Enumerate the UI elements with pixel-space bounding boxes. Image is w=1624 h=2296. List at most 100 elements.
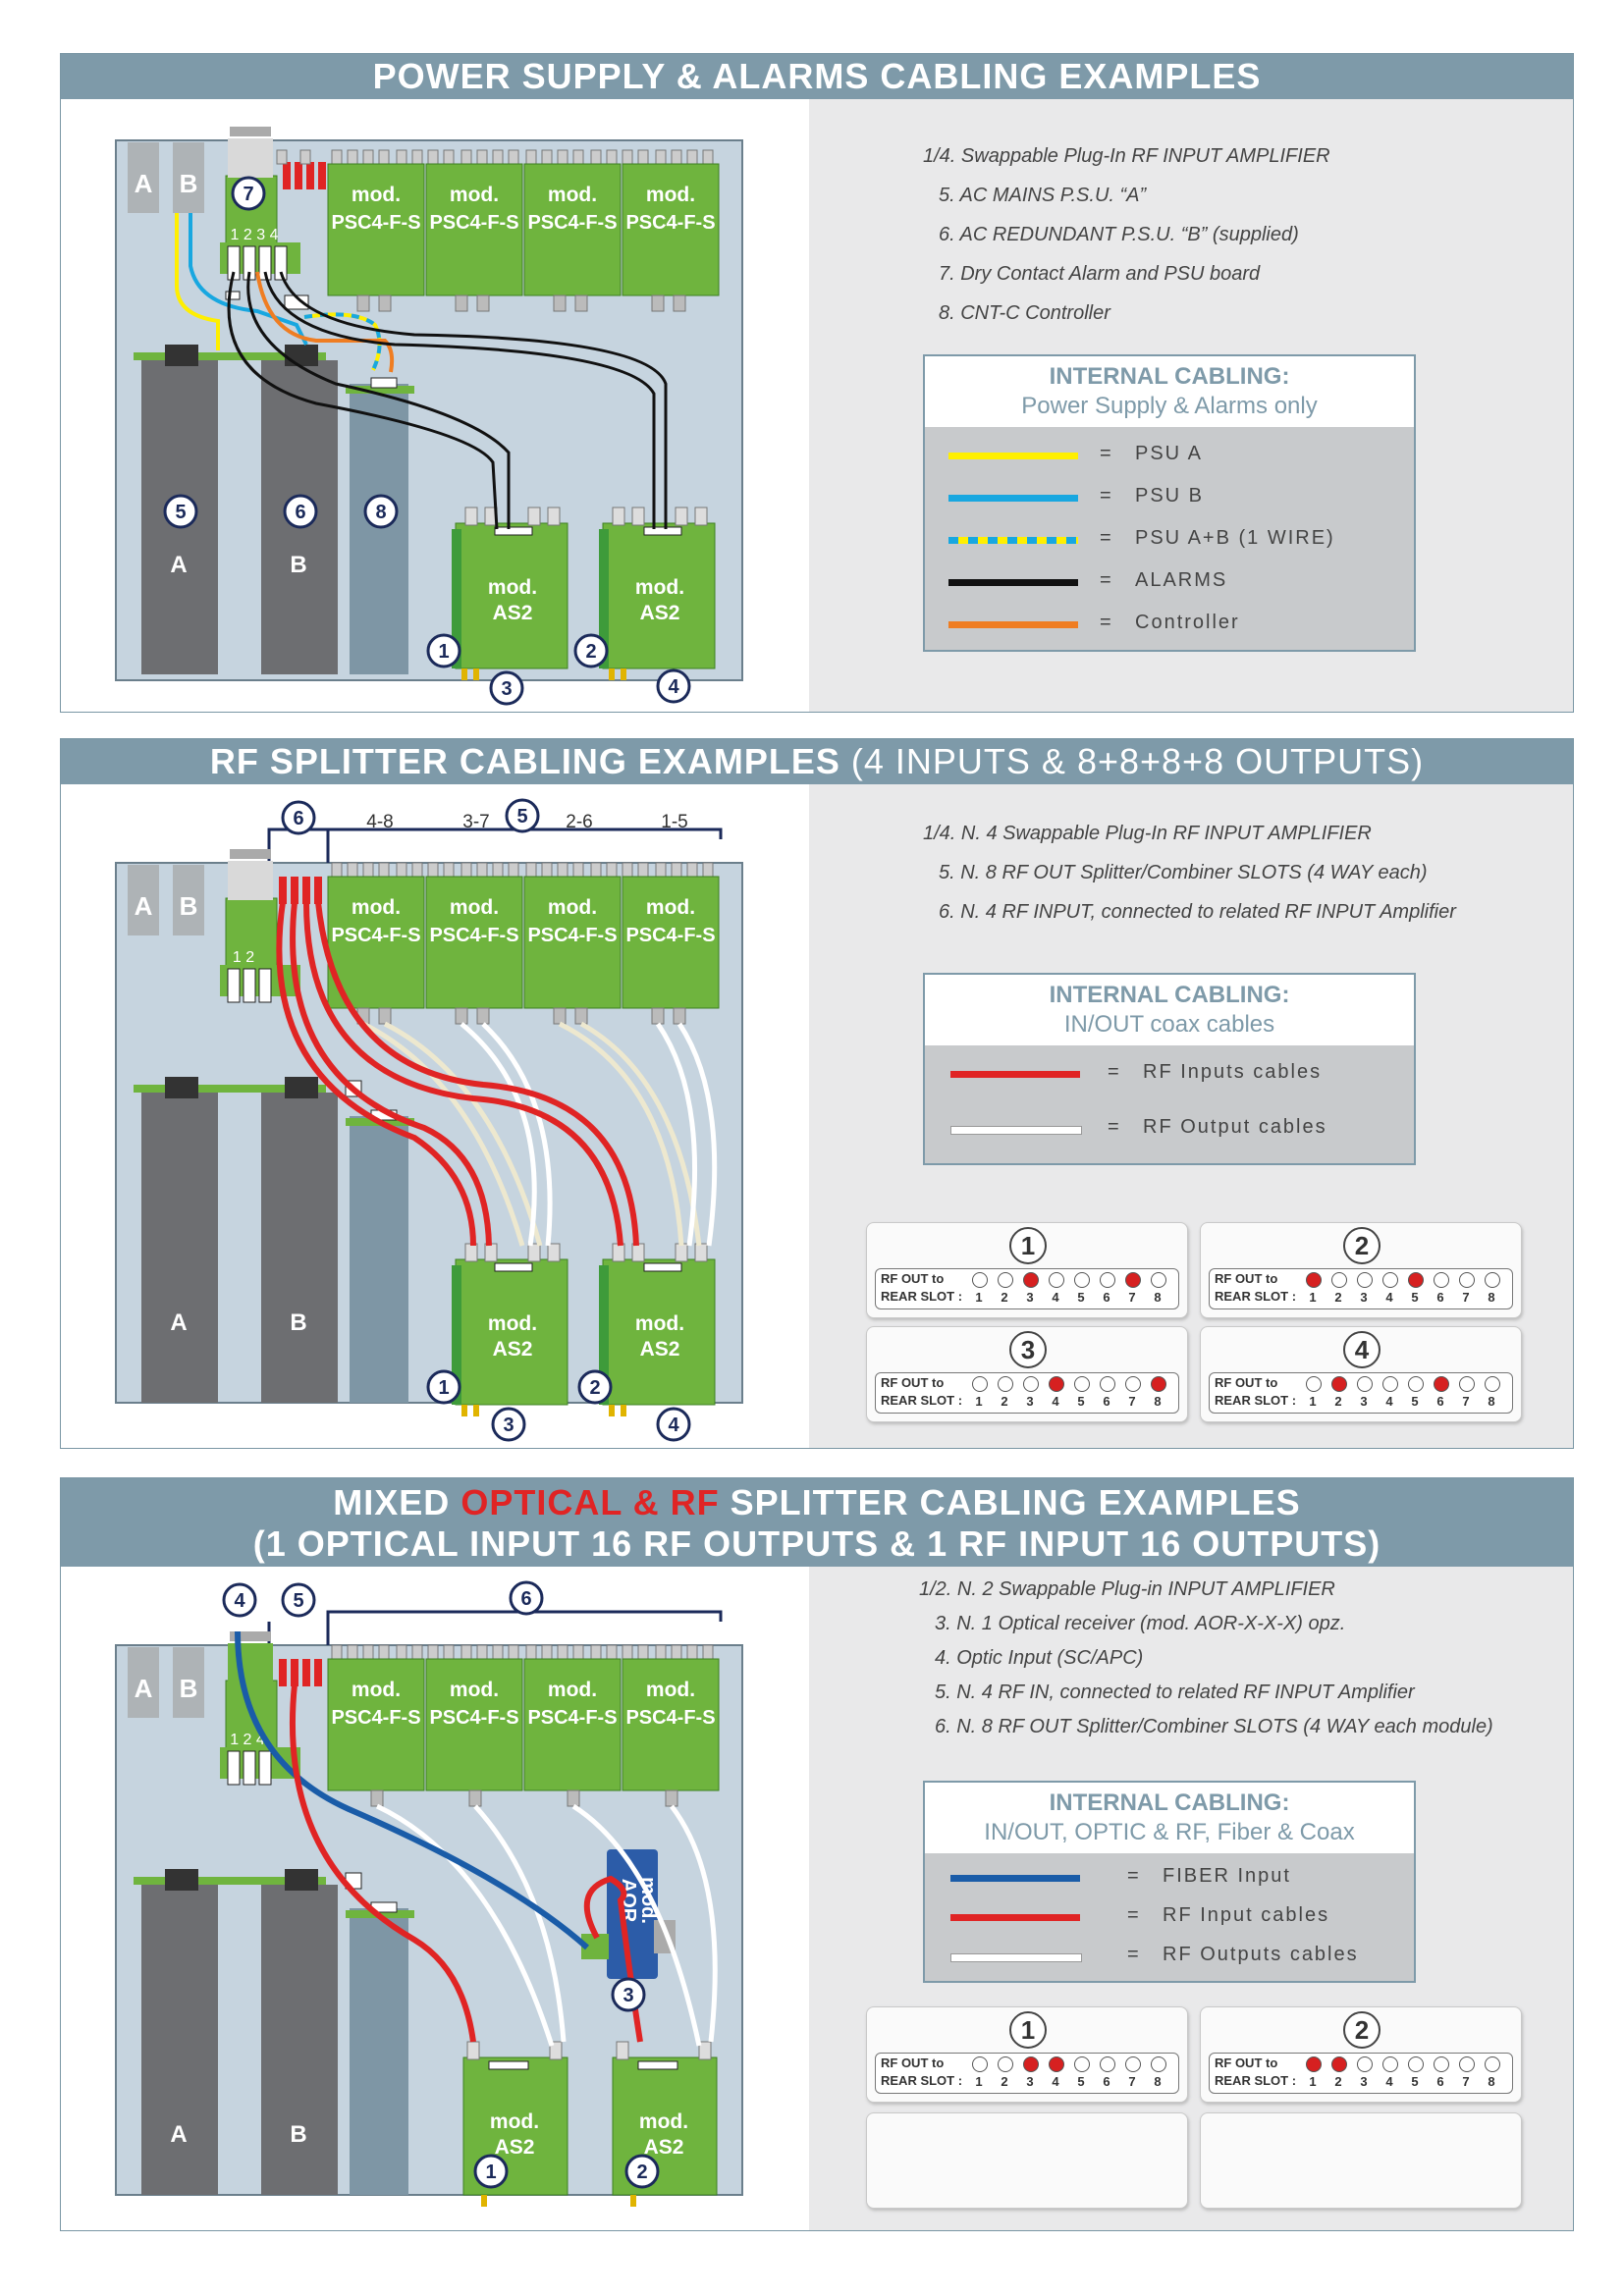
svg-text:B: B (290, 2121, 306, 2148)
led-number: 8 (1154, 2074, 1162, 2089)
mixed-info-panel: 1/2. N. 2 Swappable Plug-in INPUT AMPLIF… (809, 1567, 1573, 2230)
rf-out-label: RF OUT to (1215, 2056, 1278, 2070)
led-indicator (1357, 2056, 1373, 2072)
legend-item: 8. CNT-C Controller (939, 302, 1110, 324)
slot-card-number: 1 (1009, 2011, 1047, 2049)
rf-diagram-svg: 4-8 3-7 2-6 1-5 A B 1 2 (115, 798, 743, 1442)
svg-text:mod.: mod. (450, 1679, 499, 1701)
led-indicator (1125, 1272, 1141, 1288)
section-title: MIXED OPTICAL & RF SPLITTER CABLING EXAM… (61, 1478, 1573, 1567)
legend-item: 1/4. N. 4 Swappable Plug-In RF INPUT AMP… (923, 823, 1372, 844)
led-number: 5 (1077, 2074, 1085, 2089)
psc-module-4: mod. PSC4-F-S (622, 1658, 720, 1791)
legend-item: 3. N. 1 Optical receiver (mod. AOR-X-X-X… (935, 1613, 1346, 1634)
power-diagram-svg: A B 1 2 3 4 (115, 127, 743, 706)
legend-item: 1/2. N. 2 Swappable Plug-in INPUT AMPLIF… (919, 1578, 1335, 1600)
psu-b-tab (173, 142, 204, 213)
svg-text:AS2: AS2 (495, 2136, 535, 2159)
led-indicator (1485, 1272, 1500, 1288)
led-indicator (972, 2056, 988, 2072)
legend-item: 5. N. 8 RF OUT Splitter/Combiner SLOTS (… (939, 862, 1428, 883)
led-number: 1 (1309, 1394, 1317, 1409)
badge-3: 3 (503, 1415, 514, 1436)
led-number: 8 (1488, 2074, 1495, 2089)
led-number: 6 (1436, 2074, 1444, 2089)
led-indicator (1306, 2056, 1322, 2072)
led-indicator (1485, 2056, 1500, 2072)
led-indicator (1151, 1272, 1166, 1288)
slot-card-empty (866, 2112, 1188, 2209)
svg-text:mod.: mod. (450, 184, 499, 206)
psc-module-4: mod. PSC4-F-S (622, 876, 720, 1009)
cabling-title: INTERNAL CABLING: (1049, 982, 1290, 1008)
led-number: 4 (1052, 1394, 1059, 1409)
optical-rf-highlight: OPTICAL & RF (460, 1482, 720, 1522)
svg-text:PSC4-F-S: PSC4-F-S (527, 212, 617, 234)
badge-3: 3 (623, 1985, 633, 2006)
badge-2: 2 (585, 641, 596, 663)
led-number: 4 (1385, 1394, 1393, 1409)
svg-text:mod.: mod. (548, 896, 597, 919)
slot-group-label: 2-6 (566, 812, 592, 832)
cabling-row: = RF Outputs cables (925, 1936, 1414, 1975)
led-indicator (998, 2056, 1013, 2072)
led-indicator (1459, 1272, 1475, 1288)
badge-2: 2 (636, 2162, 647, 2183)
led-number: 8 (1154, 1290, 1162, 1305)
power-cabling-legend: INTERNAL CABLING: Power Supply & Alarms … (923, 354, 1416, 652)
svg-text:AS2: AS2 (493, 602, 533, 624)
led-indicator (1382, 1272, 1398, 1288)
psc-module-1: mod. PSC4-F-S (327, 876, 425, 1009)
cabling-row: = PSU A (925, 435, 1414, 477)
svg-text:PSC4-F-S: PSC4-F-S (429, 212, 518, 234)
led-indicator (1306, 1272, 1322, 1288)
led-number: 2 (1001, 2074, 1008, 2089)
badge-1: 1 (438, 641, 449, 663)
psu-a-tab (128, 865, 159, 935)
power-legend-list: 1/4. Swappable Plug-In RF INPUT AMPLIFIE… (923, 136, 1330, 333)
svg-text:mod.: mod. (488, 1312, 537, 1335)
svg-text:PSC4-F-S: PSC4-F-S (527, 925, 617, 946)
cabling-subtitle: IN/OUT, OPTIC & RF, Fiber & Coax (984, 1819, 1355, 1845)
svg-text:A: A (135, 891, 153, 921)
led-number: 6 (1436, 1290, 1444, 1305)
psu-a-tab (128, 142, 159, 213)
cabling-row: = PSU B (925, 477, 1414, 519)
led-indicator (1074, 1376, 1090, 1392)
led-indicator (1331, 1376, 1347, 1392)
led-indicator (1151, 1376, 1166, 1392)
connector-numbers: 1 2 3 4 (231, 227, 279, 243)
slot-card-number: 1 (1009, 1227, 1047, 1264)
legend-item: 7. Dry Contact Alarm and PSU board (939, 263, 1261, 285)
led-indicator (1382, 2056, 1398, 2072)
cabling-subtitle: IN/OUT coax cables (1063, 1011, 1275, 1038)
led-number: 3 (1026, 1290, 1034, 1305)
legend-item: 4. Optic Input (SC/APC) (935, 1647, 1144, 1669)
aor-label-1: mod. (637, 1877, 659, 1924)
slot-card-number: 2 (1343, 2011, 1380, 2049)
slot-card-number: 4 (1343, 1331, 1380, 1368)
power-info-panel: 1/4. Swappable Plug-In RF INPUT AMPLIFIE… (809, 99, 1573, 712)
led-number: 2 (1334, 1290, 1342, 1305)
rf-legend-list: 1/4. N. 4 Swappable Plug-In RF INPUT AMP… (923, 814, 1456, 932)
cabling-title: INTERNAL CABLING: (1049, 1789, 1290, 1816)
psc-module-4: mod. PSC4-F-S (622, 163, 720, 296)
rf-diagram: 4-8 3-7 2-6 1-5 A B 1 2 (61, 784, 809, 1448)
rf-out-label: RF OUT to (1215, 1271, 1278, 1286)
badge-2: 2 (589, 1377, 600, 1399)
led-number: 3 (1360, 1290, 1368, 1305)
legend-item: 6. N. 8 RF OUT Splitter/Combiner SLOTS (… (935, 1716, 1493, 1737)
svg-text:PSC4-F-S: PSC4-F-S (429, 925, 518, 946)
led-indicator (972, 1272, 988, 1288)
led-indicator (1382, 1376, 1398, 1392)
mixed-diagram: A B 1 2 4 (61, 1567, 809, 2230)
led-indicator (1074, 1272, 1090, 1288)
badge-8: 8 (375, 502, 386, 523)
led-indicator (998, 1376, 1013, 1392)
psu-a-label: A (170, 552, 187, 578)
